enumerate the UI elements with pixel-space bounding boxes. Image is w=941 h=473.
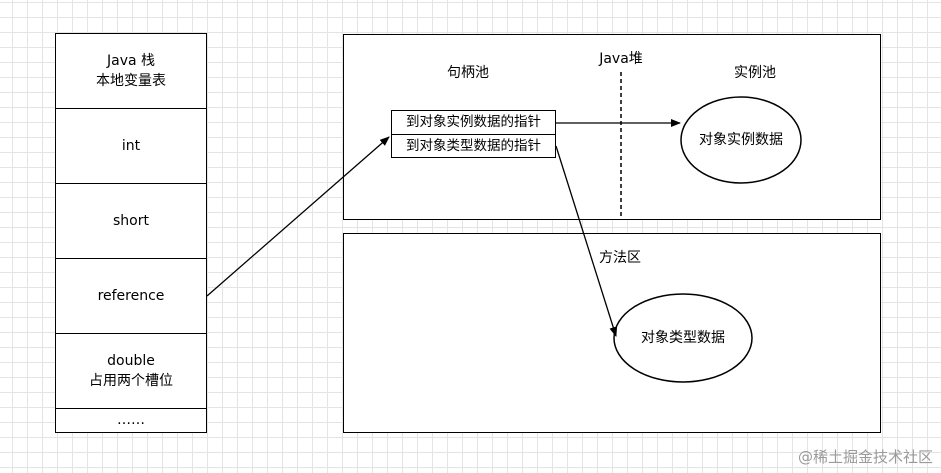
handle-pool-label: 句柄池 — [447, 65, 489, 81]
type-data-ellipse — [613, 293, 753, 383]
heap-title: Java堆 — [599, 51, 643, 67]
method-area-title: 方法区 — [599, 250, 641, 266]
stack-slot-double: double 占用两个槽位 — [56, 333, 206, 409]
stack-slot-label: …… — [117, 412, 145, 428]
type-data-label: 对象类型数据 — [641, 330, 725, 346]
java-stack: Java 栈 本地变量表 int short reference double … — [55, 33, 207, 433]
handle-pointer-table: 到对象实例数据的指针 到对象类型数据的指针 — [391, 110, 556, 158]
stack-subtitle: 本地变量表 — [96, 73, 166, 89]
instance-pointer-row: 到对象实例数据的指针 — [392, 111, 555, 134]
type-pointer-row: 到对象类型数据的指针 — [392, 135, 555, 158]
watermark: @稀土掘金技术社区 — [797, 448, 933, 466]
stack-slot-reference: reference — [56, 258, 206, 334]
stack-title: Java 栈 — [106, 53, 156, 69]
type-pointer-label: 到对象类型数据的指针 — [406, 138, 541, 154]
instance-pointer-label: 到对象实例数据的指针 — [406, 114, 541, 130]
stack-slot-label: reference — [97, 287, 165, 304]
stack-slot-label: double — [107, 352, 155, 369]
pointer-divider — [392, 134, 555, 135]
stack-slot-int: int — [56, 108, 206, 184]
stack-slot-label: int — [121, 137, 141, 154]
instance-data-label: 对象实例数据 — [699, 132, 783, 148]
handle-to-type-arrow — [555, 145, 618, 337]
stack-header: Java 栈 本地变量表 — [56, 34, 206, 109]
stack-slot-note: 占用两个槽位 — [89, 372, 173, 389]
stack-slot-more: …… — [56, 408, 206, 432]
stack-slot-short: short — [56, 183, 206, 259]
instance-pool-label: 实例池 — [734, 65, 776, 81]
instance-data-ellipse — [680, 96, 802, 184]
reference-to-handle-arrow — [206, 136, 390, 297]
stack-slot-label: short — [113, 212, 149, 229]
